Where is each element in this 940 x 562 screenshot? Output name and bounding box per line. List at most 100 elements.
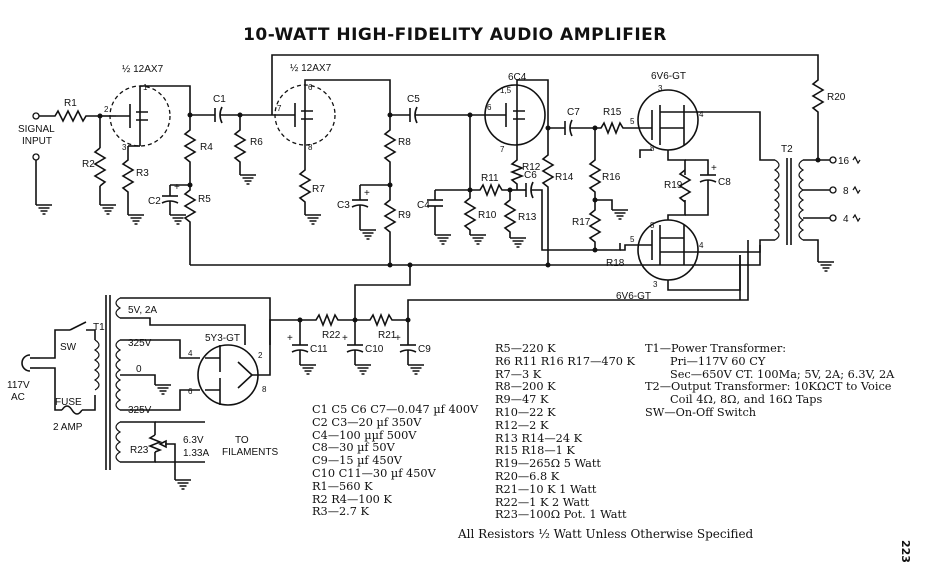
parts-list-item: C1 C5 C6 C7—0.047 µf 400V <box>312 403 479 416</box>
parts-list-item: R12—2 K <box>495 418 549 432</box>
pin-v4-cathode: 3 <box>658 84 663 93</box>
label-c9: C9 <box>418 344 431 355</box>
pin-v5-grid: 5 <box>630 235 635 244</box>
pin-v6-plate-2: 6 <box>188 387 193 396</box>
label-r6: R6 <box>250 137 263 148</box>
parts-list-item: Sec—650V CT. 100Ma; 5V, 2A; 6.3V, 2A <box>670 367 895 381</box>
pin-v2-grid: 7 <box>277 104 282 113</box>
label-r17: R17 <box>572 217 591 228</box>
label-r5: R5 <box>198 194 211 205</box>
output-stage: 6V6-GT 3 5 4 8 6V6-GT 8 5 4 3 R19 C8 + <box>616 70 861 302</box>
resistor-r1 <box>39 109 100 123</box>
label-r7: R7 <box>312 184 325 195</box>
second-stage: ½ 12AX7 7 6 8 R7 C5 R8 R9 C3 + <box>271 54 819 265</box>
input-terminal <box>32 112 40 120</box>
potentiometer-r23 <box>147 434 163 453</box>
label-to-filaments: FILAMENTS <box>222 447 278 458</box>
signal-input-label: SIGNAL <box>18 124 55 135</box>
tube-v5-envelope <box>637 219 699 281</box>
pin-v5-plate: 4 <box>699 241 704 250</box>
label-r13: R13 <box>518 212 537 223</box>
capacitor-c10 <box>346 320 372 375</box>
resistor-r16 <box>588 128 602 200</box>
resistor-r22 <box>300 312 355 328</box>
label-r22: R22 <box>322 330 341 341</box>
tube-v6-envelope <box>197 344 259 406</box>
transformer-t2-secondary <box>798 159 805 241</box>
speaker-tap-4 <box>829 214 837 222</box>
parts-list-item: T1—Power Transformer: <box>645 342 787 355</box>
tube-v2-label: ½ 12AX7 <box>290 63 332 74</box>
label-r20: R20 <box>827 92 846 103</box>
parts-list-item: R15 R18—1 K <box>495 444 575 458</box>
winding-5v <box>115 297 122 319</box>
parts-list-item: C2 C3—20 µf 350V <box>312 415 422 429</box>
transformer-t2-primary <box>773 159 780 241</box>
pin-v4-plate: 4 <box>699 110 704 119</box>
input-ground-terminal <box>32 153 40 161</box>
label-mains-1: 117V <box>7 380 30 391</box>
parts-list-item: C9—15 µf 450V <box>312 454 402 468</box>
svg-text:+: + <box>395 333 401 344</box>
label-r16: R16 <box>602 172 621 183</box>
label-r14: R14 <box>555 172 574 183</box>
diagram-title: 10-WATT HIGH-FIDELITY AUDIO AMPLIFIER <box>243 25 667 45</box>
footer-note: All Resistors ½ Watt Unless Otherwise Sp… <box>458 527 754 541</box>
svg-text:+: + <box>364 188 370 199</box>
tube-v5-elements <box>640 225 685 265</box>
pin-v6-filament-1: 2 <box>258 351 263 360</box>
label-c11: C11 <box>310 344 328 355</box>
label-tap-8: 8 <box>843 186 849 197</box>
label-filament-current: 1.33A <box>183 448 209 459</box>
capacitor-c11 <box>291 320 317 375</box>
parts-list-item: R8—200 K <box>495 380 556 394</box>
supply-rails <box>190 240 761 320</box>
pin-v1-plate: 1 <box>143 83 148 92</box>
pin-v3-plate: 1,5 <box>500 86 512 95</box>
label-r3: R3 <box>136 168 149 179</box>
label-r2: R2 <box>82 159 95 170</box>
label-c4: C4 <box>417 200 430 211</box>
resistor-r2 <box>93 147 107 187</box>
tube-v4-elements <box>640 105 685 145</box>
parts-list-item: R5—220 K <box>495 342 556 355</box>
resistor-r13 <box>503 190 517 238</box>
parts-list-item: T2—Output Transformer: 10KΩCT to Voice C… <box>645 380 892 407</box>
pin-v5-screen: 8 <box>650 221 655 230</box>
label-r11: R11 <box>481 173 499 184</box>
winding-hv <box>115 339 122 411</box>
label-t2: T2 <box>781 144 793 155</box>
label-t1: T1 <box>93 322 105 333</box>
tube-v1-elements <box>116 100 148 132</box>
label-r18: R18 <box>606 258 625 269</box>
resistor-r9 <box>383 185 397 265</box>
pin-v6-filament-2: 8 <box>262 385 267 394</box>
resistor-r19 <box>678 169 692 203</box>
parts-list-item: Pri—117V 60 CY <box>670 354 766 368</box>
label-5v-winding: 5V, 2A <box>128 305 157 316</box>
pin-v4-screen: 8 <box>650 144 655 153</box>
label-r12: R12 <box>522 162 541 173</box>
mains-plug <box>21 354 31 372</box>
parts-list-item: R23—100Ω Pot. 1 Watt <box>495 508 627 522</box>
resistor-r5 <box>183 185 197 265</box>
parts-list-item: C8—30 µf 50V <box>312 441 395 455</box>
label-325v-top: 325V <box>128 338 152 349</box>
page-number: 223 <box>899 540 912 562</box>
label-c2: C2 <box>148 196 161 207</box>
resistor-r21 <box>355 312 408 328</box>
resistor-r20 <box>811 70 825 158</box>
parts-list-item: R20—6.8 K <box>495 469 560 483</box>
label-r1: R1 <box>64 98 77 109</box>
parts-list-item: C10 C11—30 µf 450V <box>312 466 436 480</box>
label-r21: R21 <box>378 330 397 341</box>
svg-text:+: + <box>711 163 717 174</box>
resistor-r11 <box>470 182 510 198</box>
tube-v4-envelope <box>637 89 699 151</box>
label-c3: C3 <box>337 200 350 211</box>
tube-v2-elements <box>272 99 313 131</box>
resistor-r10 <box>463 190 477 235</box>
